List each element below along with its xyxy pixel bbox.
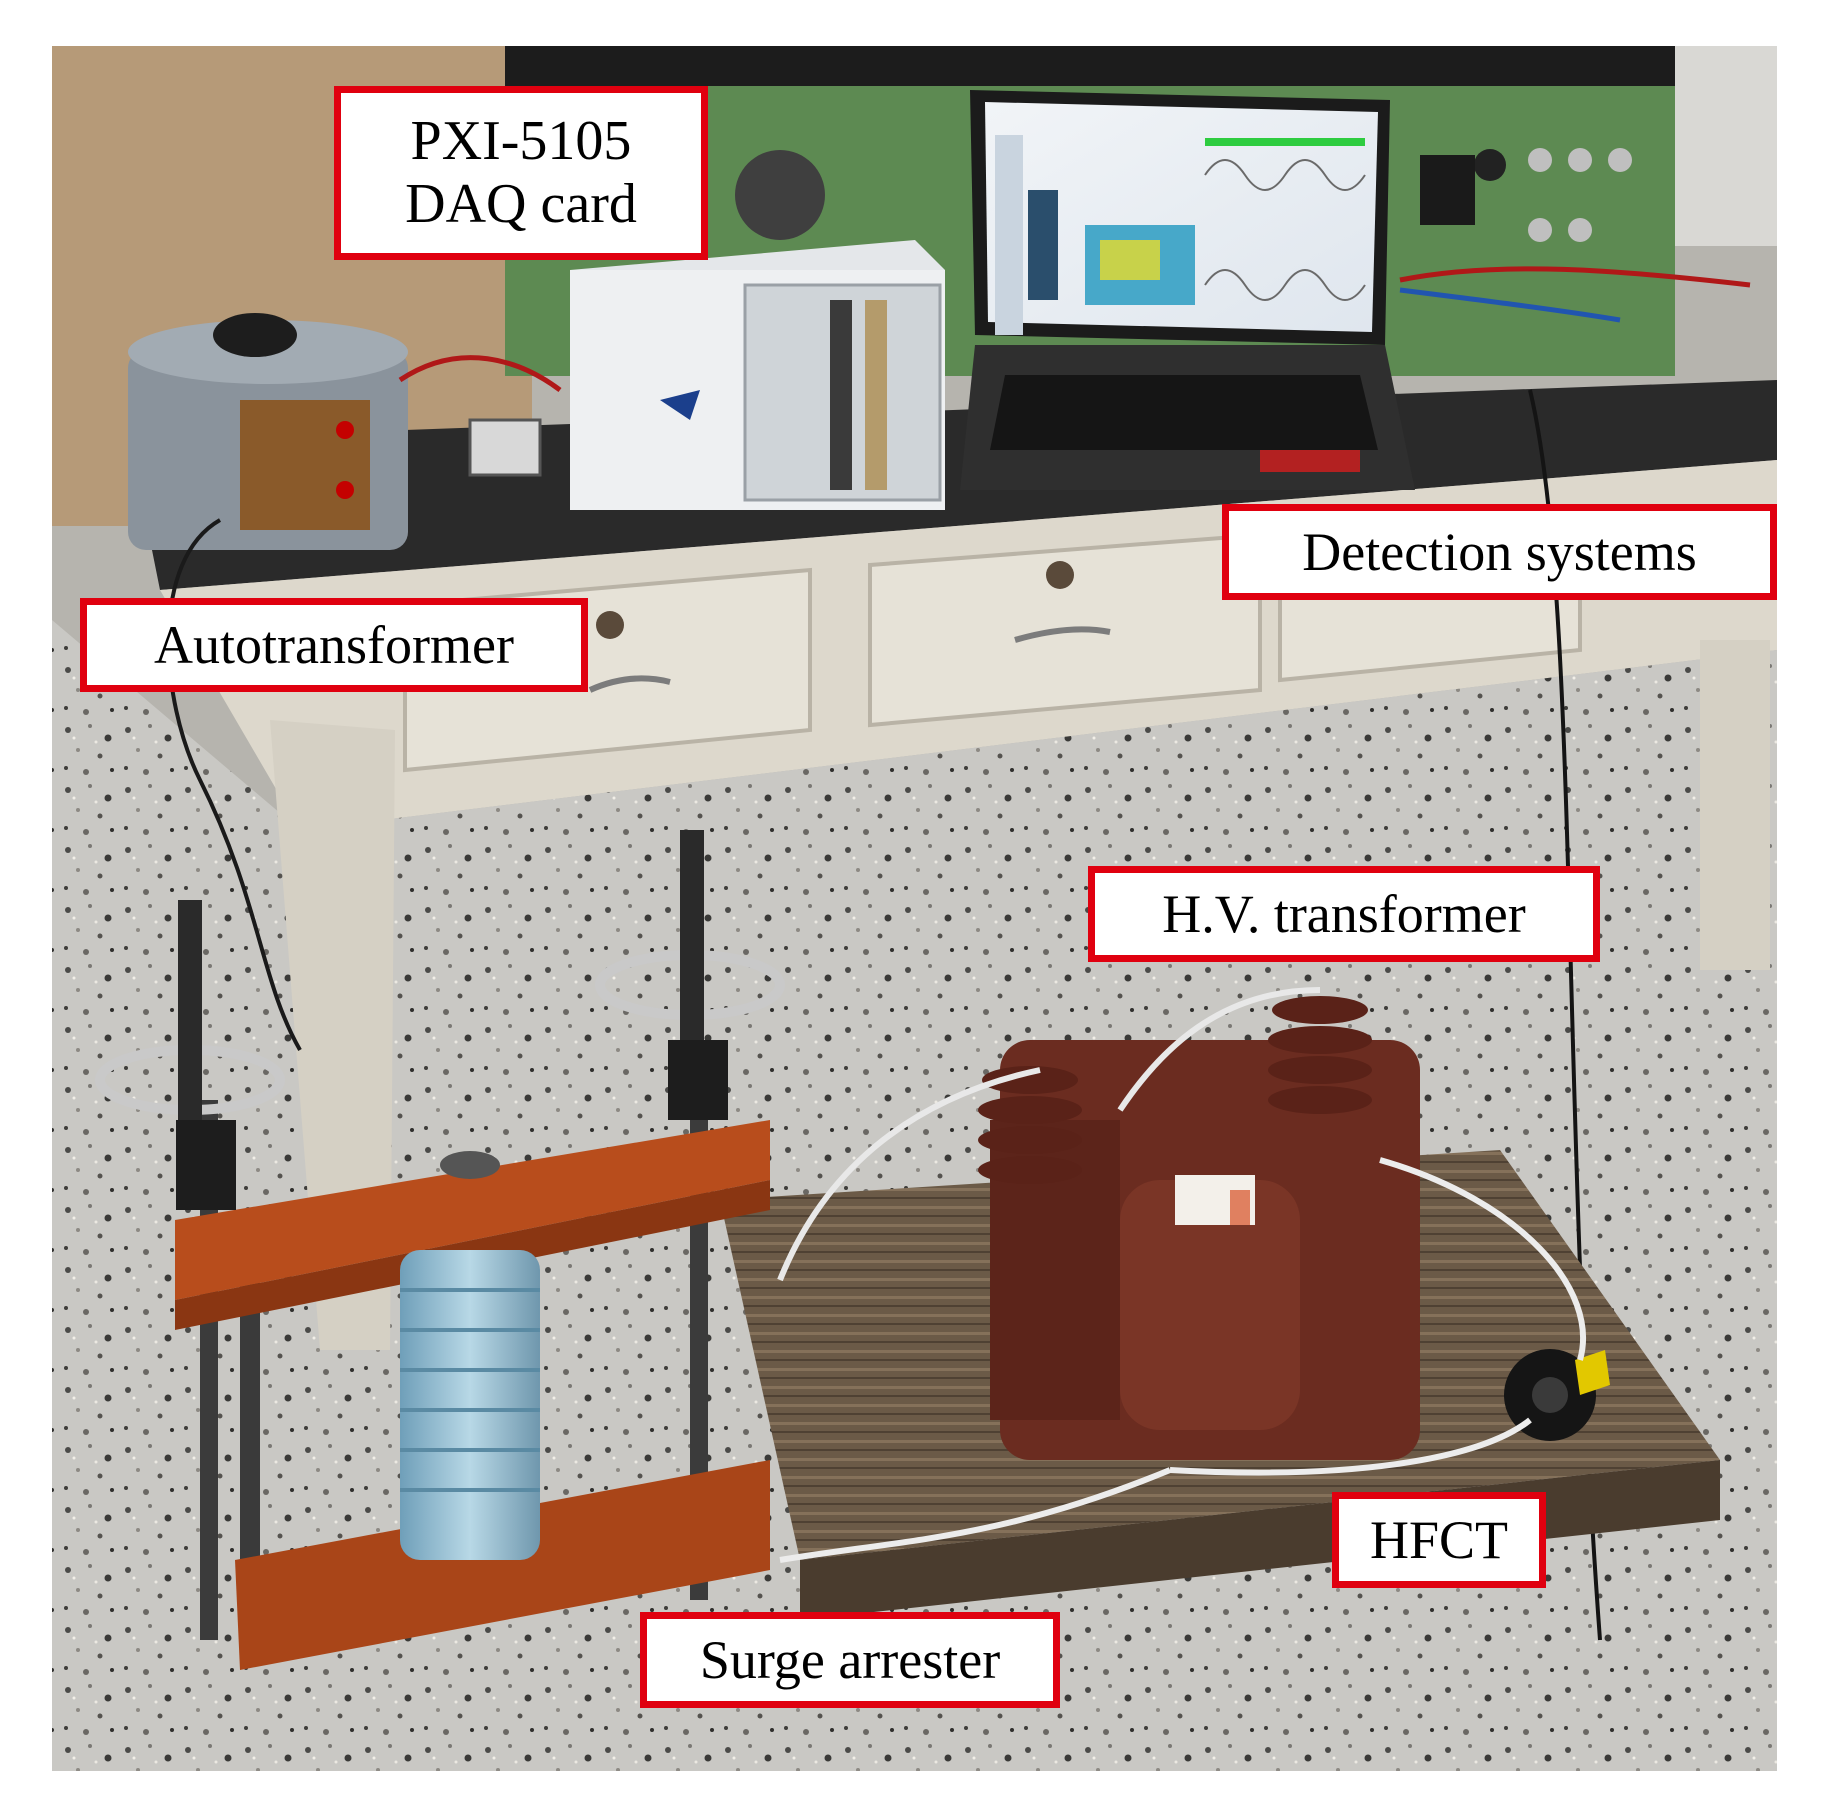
label-detection-systems: Detection systems: [1222, 504, 1777, 600]
label-hfct: HFCT: [1332, 1492, 1546, 1588]
laptop: [960, 90, 1415, 490]
pxi-chassis: [570, 240, 945, 510]
label-pxi-daq-card: PXI-5105 DAQ card: [334, 86, 708, 260]
bushing-right: [1268, 996, 1372, 1114]
waveform-bottom: [1204, 269, 1366, 301]
label-surge-arrester: Surge arrester: [640, 1612, 1060, 1708]
press-top-plate: [175, 1120, 770, 1300]
ni-logo-icon: [660, 390, 700, 420]
waveform-top: [1204, 159, 1366, 191]
label-autotransformer: Autotransformer: [80, 598, 588, 692]
press-bottom-plate: [235, 1460, 770, 1670]
label-pxi-line1: PXI-5105: [410, 110, 632, 173]
hfct-sensor: [1504, 1349, 1610, 1441]
panel-top-strip: [505, 46, 1675, 86]
surge-arrester-insulator: [400, 1250, 540, 1560]
bushing-left: [978, 1066, 1082, 1184]
label-pxi-line2: DAQ card: [405, 173, 637, 235]
laptop-screen: [985, 102, 1378, 332]
autotransformer-device: [128, 313, 408, 550]
hv-transformer-device: [978, 996, 1420, 1460]
label-hv-transformer: H.V. transformer: [1088, 866, 1600, 962]
surge-arrester-press: [95, 830, 785, 1670]
